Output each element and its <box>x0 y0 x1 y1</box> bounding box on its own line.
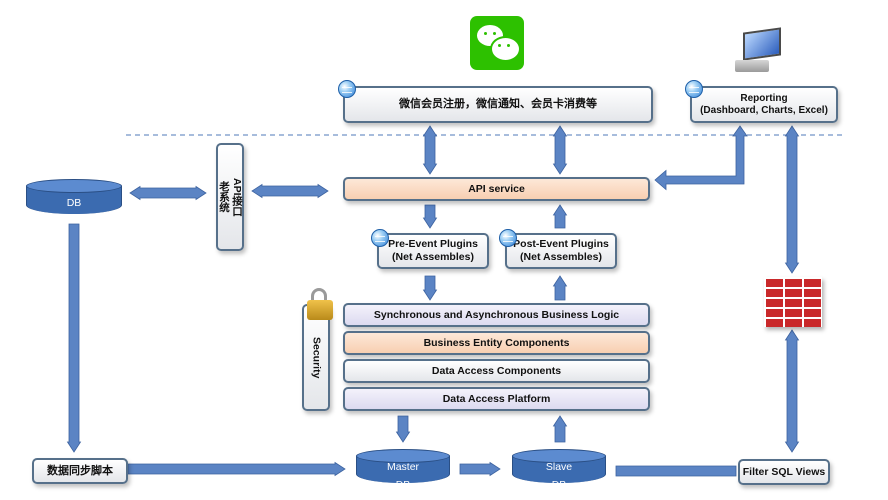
arrow-postevent-api <box>552 204 568 229</box>
pre-event-plugins-box: Pre-Event Plugins (Net Assembles) <box>377 233 489 269</box>
arrow-reporting-firewall <box>784 125 800 274</box>
sync-script-box: 数据同步脚本 <box>32 458 128 484</box>
arrow-platform-master <box>395 415 411 443</box>
security-box: Security <box>302 304 330 411</box>
arrow-slave-platform <box>552 415 568 443</box>
slave-db-line2: DB <box>551 478 567 491</box>
data-access-components-label: Data Access Components <box>431 364 562 377</box>
arrow-wechat-api-right <box>552 125 568 175</box>
monitor-icon <box>733 27 785 74</box>
pre-event-title: Pre-Event Plugins <box>388 238 478 250</box>
api-service-box: API service <box>343 177 650 201</box>
brick-firewall-icon <box>764 277 822 327</box>
business-logic-label: Synchronous and Asynchronous Business Lo… <box>373 308 620 321</box>
wechat-services-box: 微信会员注册，微信通知、会员卡消费等 <box>343 86 653 123</box>
reporting-title: Reporting <box>740 92 788 104</box>
arrow-reporting-api <box>654 125 748 191</box>
globe-icon <box>685 80 703 98</box>
api-service-label: API service <box>468 182 525 195</box>
arrow-db-sync <box>66 223 82 453</box>
legacy-api-box: API接口 老系统 <box>216 143 244 251</box>
filter-sql-views-label: Filter SQL Views <box>742 465 826 478</box>
reporting-subtitle: (Dashboard, Charts, Excel) <box>700 104 828 116</box>
arrow-api-preevent <box>422 204 438 229</box>
slave-db-line1: Slave <box>545 460 573 473</box>
reporting-box: Reporting (Dashboard, Charts, Excel) <box>690 86 838 123</box>
security-label: Security <box>310 336 323 379</box>
business-entity-label: Business Entity Components <box>423 336 570 349</box>
arrow-firewall-filter <box>784 329 800 453</box>
wechat-icon <box>470 16 524 70</box>
pre-event-subtitle: (Net Assembles) <box>392 251 474 263</box>
arrow-preevent-logic <box>422 275 438 301</box>
db-label: DB <box>66 197 82 209</box>
post-event-subtitle: (Net Assembles) <box>520 251 602 263</box>
globe-icon <box>499 229 517 247</box>
master-db-line2: DB <box>395 478 411 491</box>
db-cylinder: DB <box>26 179 122 214</box>
filter-sql-views-box: Filter SQL Views <box>738 459 830 485</box>
business-logic-layer: Synchronous and Asynchronous Business Lo… <box>343 303 650 327</box>
post-event-title: Post-Event Plugins <box>513 238 609 250</box>
arrow-wechat-api-left <box>422 125 438 175</box>
arrow-logic-postevent <box>552 275 568 301</box>
padlock-icon <box>305 288 335 322</box>
master-db-line1: Master <box>386 460 420 473</box>
master-db-cylinder: Master DB <box>356 449 450 491</box>
connector-slave-filter <box>615 465 737 477</box>
arrows <box>66 125 842 477</box>
business-entity-layer: Business Entity Components <box>343 331 650 355</box>
legacy-api-line1: API接口 <box>231 177 243 217</box>
arrow-legacy-api <box>251 183 329 199</box>
globe-icon <box>371 229 389 247</box>
sync-script-label: 数据同步脚本 <box>47 464 113 477</box>
data-access-platform-layer: Data Access Platform <box>343 387 650 411</box>
arrow-sync-master <box>127 461 346 477</box>
arrow-master-slave <box>459 461 501 477</box>
data-access-components-layer: Data Access Components <box>343 359 650 383</box>
globe-icon <box>338 80 356 98</box>
legacy-api-line2: 老系统 <box>218 181 230 213</box>
arrow-db-legacy <box>129 185 207 201</box>
slave-db-cylinder: Slave DB <box>512 449 606 491</box>
data-access-platform-label: Data Access Platform <box>442 392 551 405</box>
wechat-services-label: 微信会员注册，微信通知、会员卡消费等 <box>399 98 597 110</box>
post-event-plugins-box: Post-Event Plugins (Net Assembles) <box>505 233 617 269</box>
